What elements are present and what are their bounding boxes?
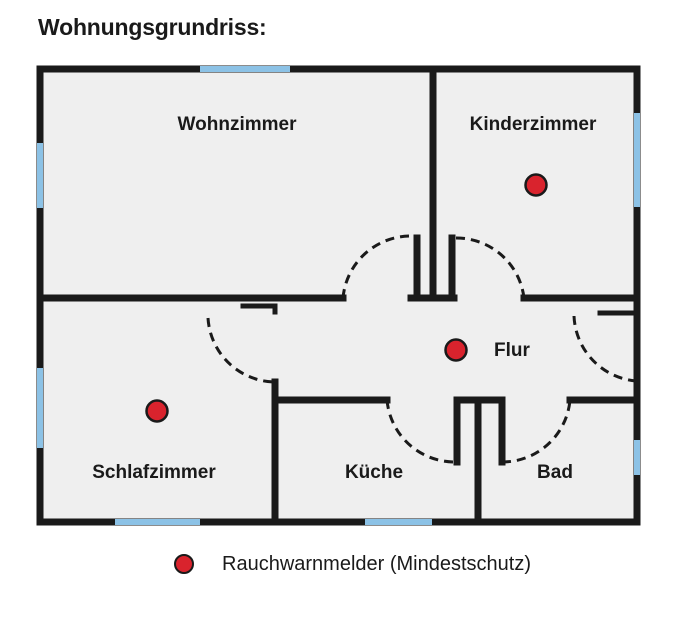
door-kinderzimmer	[455, 236, 526, 299]
legend: Rauchwarnmelder (Mindestschutz)	[174, 549, 531, 579]
legend-label: Rauchwarnmelder (Mindestschutz)	[222, 552, 532, 575]
door-schlafzimmer	[206, 317, 276, 384]
smoke-detector-schlafzimmer	[145, 399, 169, 423]
windows	[37, 66, 640, 525]
door-swings	[206, 234, 637, 464]
door-right	[572, 315, 637, 383]
smoke-detector-icon	[174, 554, 194, 574]
room-label-wohnzimmer: Wohnzimmer	[178, 114, 298, 135]
room-label-kinderzimmer: Kinderzimmer	[470, 114, 597, 135]
door-kueche	[385, 399, 456, 464]
room-label-kueche: Küche	[345, 462, 403, 483]
walls	[36, 65, 641, 526]
room-label-schlafzimmer: Schlafzimmer	[92, 462, 216, 483]
page-title: Wohnungsgrundriss:	[38, 14, 267, 40]
smoke-detector-kinderzimmer	[524, 173, 548, 197]
smoke-detector-flur	[444, 338, 468, 362]
door-wohnzimmer	[341, 234, 412, 299]
smoke-detectors	[145, 173, 548, 423]
room-label-bad: Bad	[537, 462, 573, 483]
room-label-flur: Flur	[494, 340, 530, 361]
door-bad	[501, 399, 572, 464]
